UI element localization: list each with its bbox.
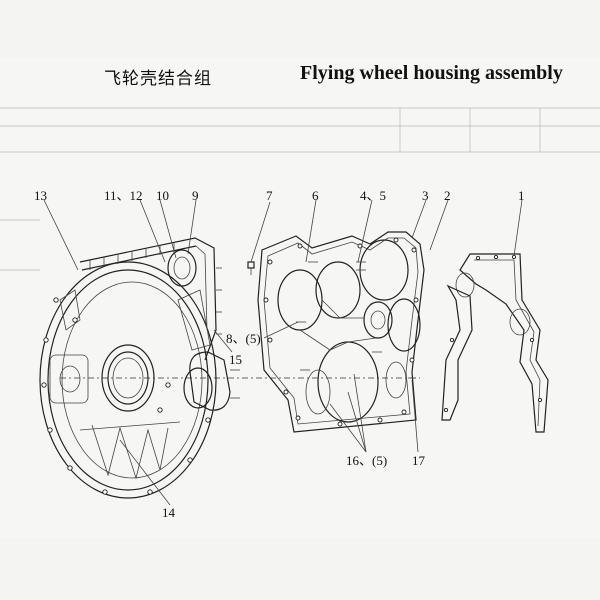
flywheel-housing	[39, 237, 222, 499]
leader-lines	[43, 199, 523, 506]
title-english: Flying wheel housing assembly	[300, 62, 563, 84]
callout-4-5: 4、5	[360, 188, 386, 203]
gasket-part-1	[441, 253, 549, 433]
callout-15: 15	[229, 352, 242, 367]
callout-13: 13	[34, 188, 47, 203]
callout-2: 2	[444, 188, 451, 203]
callout-3: 3	[422, 188, 429, 203]
callout-16-5: 16、(5)	[346, 453, 387, 468]
callout-8-5: 8、(5)	[226, 331, 261, 346]
callout-14: 14	[162, 505, 176, 520]
callout-1: 1	[518, 188, 525, 203]
callout-labels: 13 11、12 10 9 7 6 4、5 3 2 1 8、(5) 15 14 …	[34, 188, 525, 520]
callout-9: 9	[192, 188, 199, 203]
bolt-part-7	[247, 261, 255, 275]
background-table-lines	[0, 107, 600, 271]
cover-cup	[183, 351, 240, 411]
callout-7: 7	[266, 188, 273, 203]
callout-17: 17	[412, 453, 426, 468]
callout-10: 10	[156, 188, 169, 203]
title-chinese: 飞轮壳结合组	[104, 69, 212, 89]
callout-6: 6	[312, 188, 319, 203]
gear-housing	[257, 231, 425, 433]
callout-11-12: 11、12	[104, 188, 143, 203]
drawing-paper	[0, 58, 600, 538]
